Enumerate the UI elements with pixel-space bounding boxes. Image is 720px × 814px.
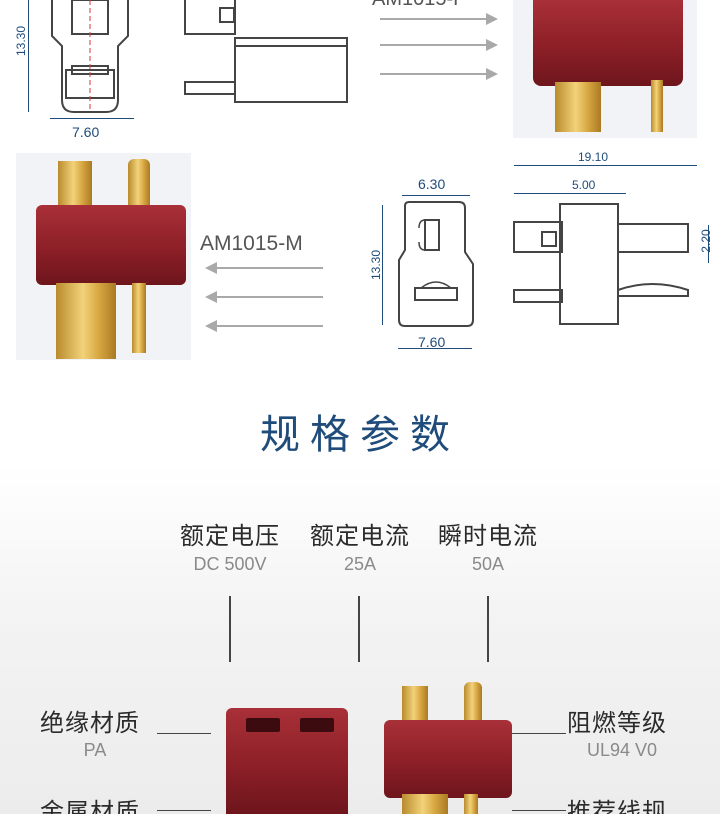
height-dimension-label: 13.30 [14, 25, 28, 56]
arrow-right-icon [380, 68, 498, 80]
male-front-view [398, 201, 474, 327]
spec-label: 推荐线规 [567, 798, 667, 814]
spec-leader-line [229, 596, 231, 662]
spec-value: 25A [343, 554, 377, 574]
spec-label: 额定电流 [310, 522, 410, 550]
side-height-dimension-line [708, 225, 709, 263]
female-side-view [184, 0, 348, 103]
spec-value: DC 500V [193, 554, 267, 574]
arrow-right-icon [380, 39, 498, 51]
female-connector-spec-photo [226, 708, 348, 814]
arrow-left-icon [205, 320, 323, 332]
spec-leader-line [358, 596, 360, 662]
male-connector-photo [16, 153, 191, 360]
spec-title: 规格参数 [260, 412, 460, 458]
spec-value: UL94 V0 [586, 740, 658, 760]
spec-value: 50A [471, 554, 505, 574]
male-connector-spec-photo [384, 682, 512, 814]
male-model-label: AM1015-M [200, 232, 303, 255]
male-height-dimension-label: 13.30 [369, 249, 383, 281]
male-side-view [513, 203, 689, 325]
male-height-dimension-line [382, 205, 383, 325]
top-width-dimension-label: 6.30 [418, 176, 446, 192]
spec-leader-line [487, 596, 489, 662]
female-front-view [51, 0, 129, 113]
width-dimension-line [50, 118, 134, 119]
spec-leader-line [512, 810, 566, 811]
spec-value: PA [83, 740, 107, 760]
side-total-dimension-line [514, 165, 697, 166]
spec-leader-line [157, 810, 211, 811]
spec-label: 阻燃等级 [567, 709, 667, 737]
spec-label: 金属材质 [40, 798, 140, 814]
bottom-width-dimension-line [398, 348, 472, 349]
side-inner-dimension-label: 5.00 [572, 178, 596, 192]
spec-label: 额定电压 [180, 522, 280, 550]
arrow-left-icon [205, 262, 323, 274]
spec-label: 瞬时电流 [438, 522, 538, 550]
side-total-dimension-label: 19.10 [578, 150, 609, 164]
side-height-dimension-label: 2.20 [699, 229, 713, 253]
arrow-left-icon [205, 291, 323, 303]
height-dimension-line [28, 0, 29, 112]
bottom-width-dimension-label: 7.60 [418, 334, 446, 350]
arrow-right-icon [380, 13, 498, 25]
spec-leader-line [157, 733, 211, 734]
top-width-dimension-line [402, 195, 470, 196]
spec-label: 绝缘材质 [40, 709, 140, 737]
side-inner-dimension-line [514, 193, 626, 194]
female-connector-photo [513, 0, 697, 138]
female-model-label: AM1015-F [372, 0, 465, 11]
width-dimension-label: 7.60 [72, 124, 100, 140]
spec-leader-line [512, 733, 566, 734]
spec-background [0, 465, 720, 814]
